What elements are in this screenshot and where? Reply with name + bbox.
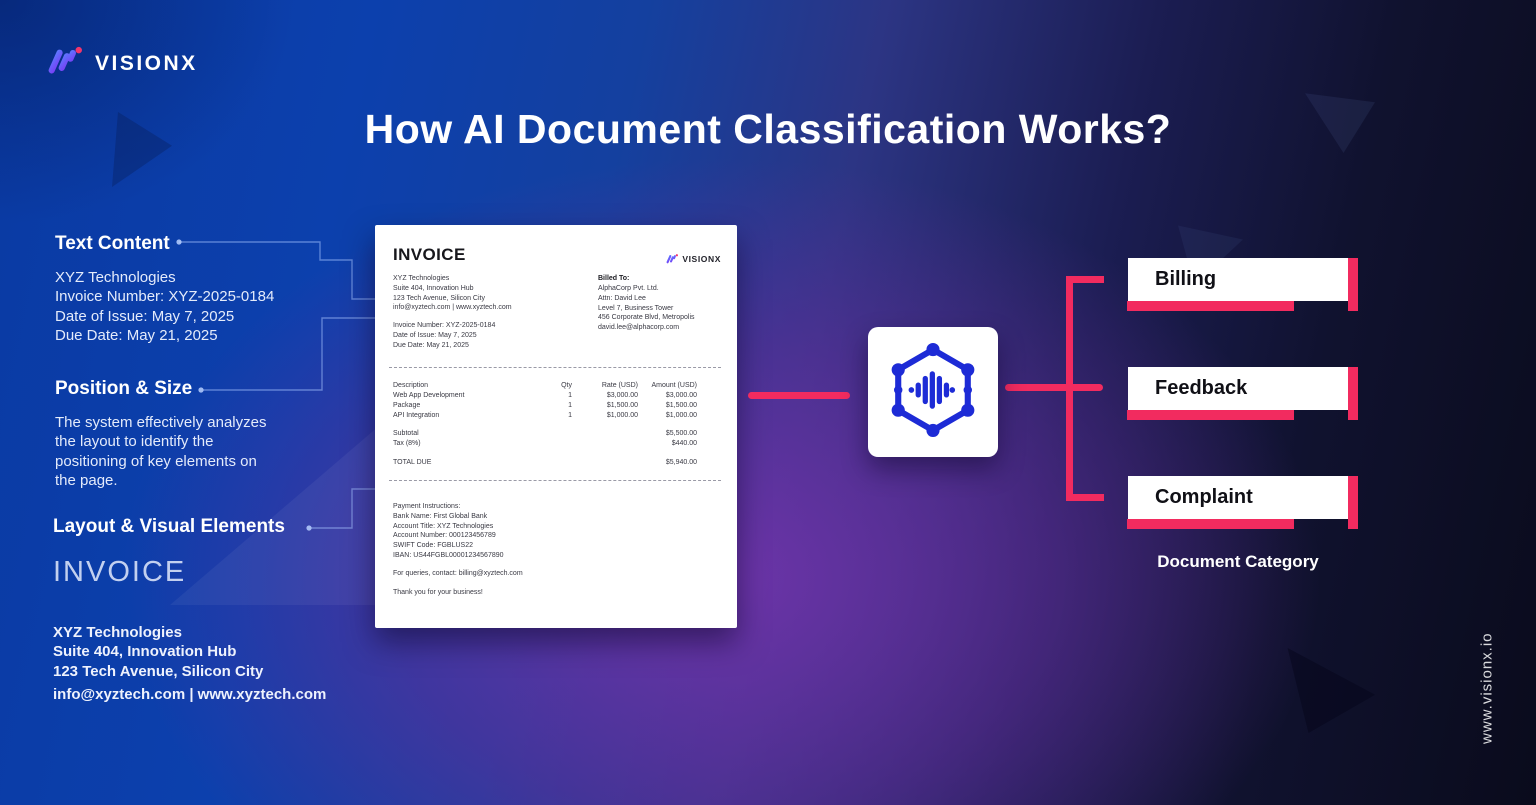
invoice-brand-logo: VISIONX	[666, 253, 721, 265]
website-url-vertical: www.visionx.io	[1478, 632, 1496, 745]
brand-logo: VISIONX	[47, 44, 198, 83]
position-size-body: The system effectively analyzes the layo…	[55, 414, 267, 489]
text-line: Due Date: May 21, 2025	[55, 326, 218, 344]
payment-instructions-block: Payment Instructions:Bank Name: First Gl…	[393, 503, 504, 559]
divider	[389, 480, 721, 481]
flow-line-invoice-to-ai	[748, 392, 850, 399]
flow-line-ai-to-categories	[1005, 384, 1103, 391]
contact-block: XYZ Technologies Suite 404, Innovation H…	[53, 623, 326, 704]
section-heading-text-content: Text Content	[55, 233, 170, 254]
brand-name: VISIONX	[95, 51, 198, 75]
text-line: Date of Issue: May 7, 2025	[55, 307, 235, 325]
queries-line: For queries, contact: billing@xyztech.co…	[393, 570, 523, 577]
category-label: Billing	[1155, 268, 1217, 290]
tax-row: Tax (8%)$440.00	[393, 440, 697, 447]
section-heading-layout-visual: Layout & Visual Elements	[53, 516, 285, 537]
bracket-stub-billing	[1066, 276, 1104, 283]
divider	[389, 367, 721, 368]
visionx-logo-icon	[666, 254, 679, 264]
contact-email-line: info@xyztech.com | www.xyztech.com	[53, 685, 327, 703]
contact-line: XYZ Technologies	[53, 624, 182, 641]
layout-sample-text: INVOICE	[53, 556, 187, 588]
category-label: Feedback	[1155, 377, 1248, 399]
billed-to-label: Billed To:	[598, 275, 630, 282]
billed-to-block: AlphaCorp Pvt. Ltd.Attn: David Lee Level…	[598, 285, 695, 332]
text-line: XYZ Technologies	[55, 269, 176, 286]
decorative-triangle	[1287, 648, 1375, 733]
page-title: How AI Document Classification Works?	[364, 106, 1172, 152]
ai-classifier-chip	[868, 327, 998, 457]
bracket-stub-complaint	[1066, 494, 1104, 501]
invoice-table-header: Description Qty Rate (USD) Amount (USD)	[393, 382, 697, 389]
bracket-vertical-line	[1066, 276, 1073, 501]
category-box-feedback: Feedback	[1127, 367, 1358, 420]
contact-line: 123 Tech Avenue, Silicon City	[53, 662, 264, 680]
category-caption: Document Category	[1157, 552, 1319, 571]
contact-line: Suite 404, Innovation Hub	[53, 643, 237, 661]
total-row: TOTAL DUE$5,940.00	[393, 459, 697, 466]
category-label: Complaint	[1155, 486, 1253, 508]
category-box-complaint: Complaint	[1127, 476, 1358, 529]
visionx-logo-icon	[47, 44, 85, 83]
text-content-lines: XYZ Technologies Invoice Number: XYZ-202…	[55, 268, 274, 345]
text-line: Invoice Number: XYZ-2025-0184	[55, 288, 275, 306]
thanks-line: Thank you for your business!	[393, 589, 483, 596]
subtotal-row: Subtotal$5,500.00	[393, 430, 697, 437]
invoice-brand-name: VISIONX	[682, 254, 721, 264]
category-box-billing: Billing	[1127, 258, 1358, 311]
section-heading-position-size: Position & Size	[55, 378, 193, 399]
invoice-title: INVOICE	[393, 245, 466, 264]
ai-network-icon	[886, 341, 980, 444]
